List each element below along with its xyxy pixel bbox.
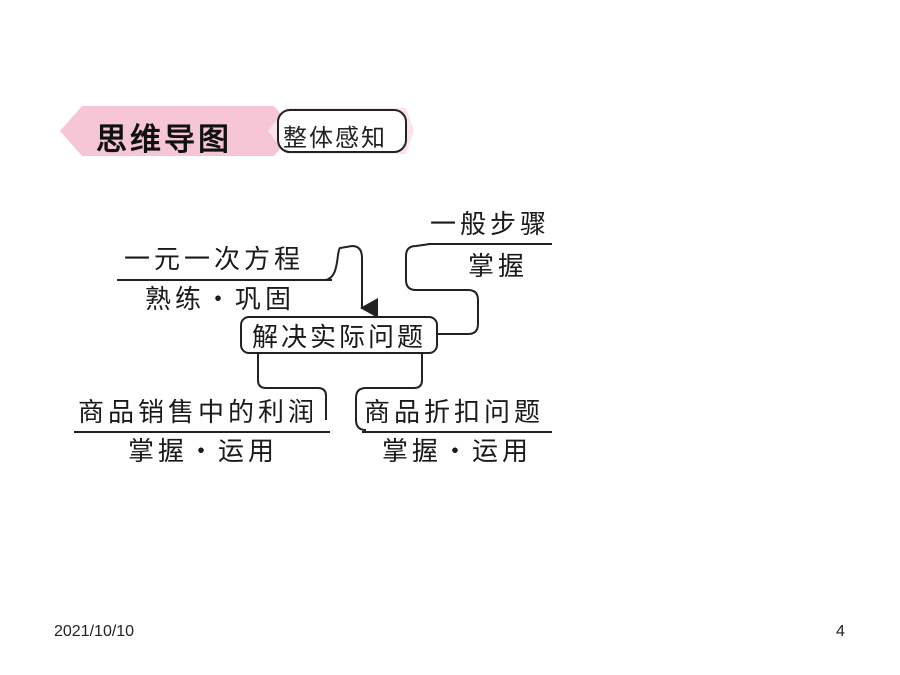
- node-bottom-right-note: 掌握・运用: [382, 437, 533, 467]
- footer-date: 2021/10/10: [54, 623, 135, 640]
- banner-subtitle: 整体感知: [283, 124, 387, 152]
- node-center-label: 解决实际问题: [251, 322, 426, 353]
- node-top-left-note: 熟练・巩固: [145, 285, 296, 315]
- node-bottom-left-label: 商品销售中的利润: [78, 398, 319, 428]
- node-top-right-note: 掌握: [468, 252, 529, 282]
- top-left-connector: [324, 244, 378, 318]
- banner-title-shape: [60, 106, 296, 156]
- header-banner: [60, 106, 414, 156]
- banner-subtitle-outline: [277, 109, 407, 153]
- node-bottom-right-label: 商品折扣问题: [364, 398, 545, 428]
- node-bottom-left-note: 掌握・运用: [128, 437, 279, 467]
- node-top-right-label: 一般步骤: [430, 210, 551, 240]
- node-top-left-label: 一元一次方程: [124, 245, 305, 275]
- bottom-right-connector: [355, 354, 423, 431]
- footer-page-number: 4: [836, 623, 845, 640]
- node-center: 解决实际问题: [240, 316, 438, 354]
- banner-title: 思维导图: [96, 122, 232, 158]
- bottom-left-connector: [257, 354, 327, 420]
- top-right-connector: [405, 243, 479, 335]
